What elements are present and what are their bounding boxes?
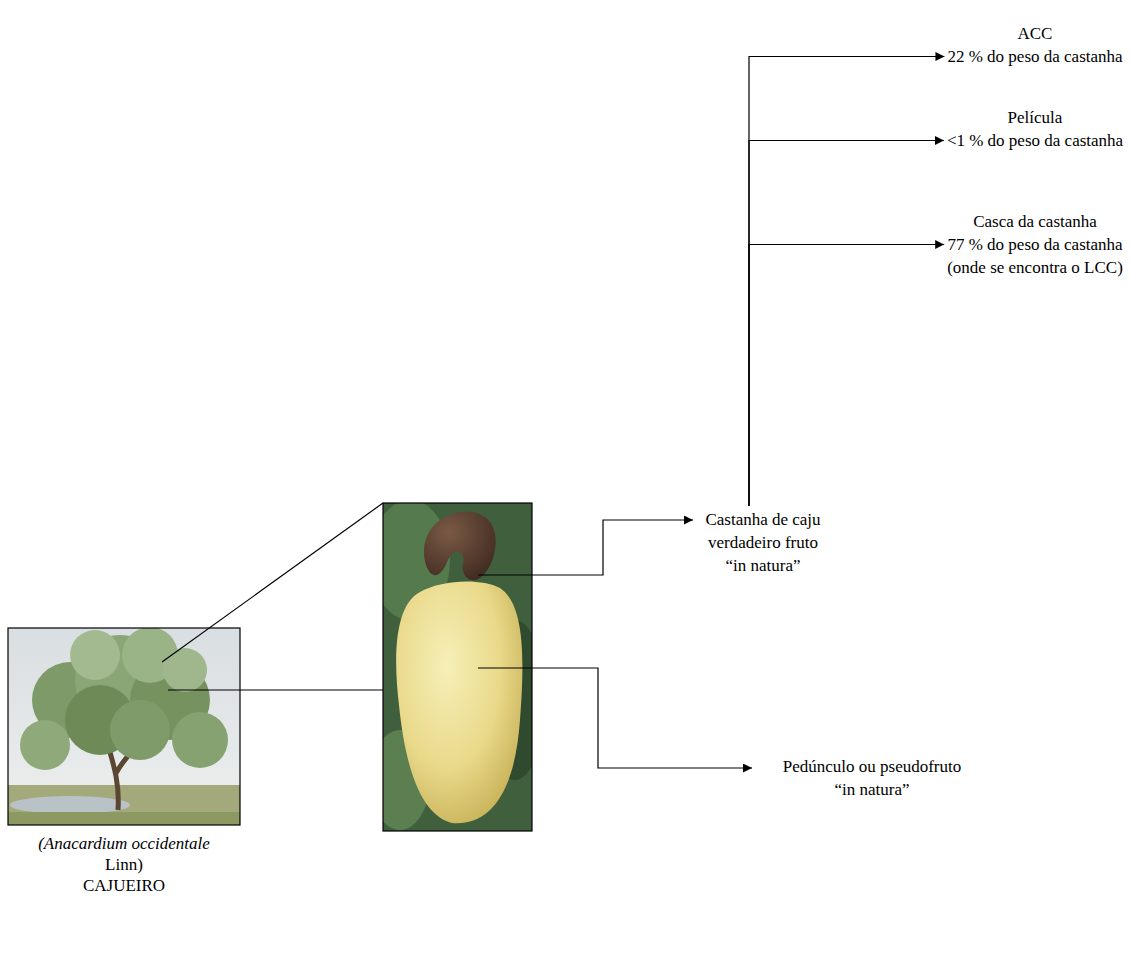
- species-caption: (Anacardium occidentaleLinn)CAJUEIRO: [8, 833, 240, 896]
- caption-line: Linn): [8, 854, 240, 875]
- fruit-label: Castanha de caju verdadeiro fruto “in na…: [700, 508, 826, 577]
- caption-line: CAJUEIRO: [8, 875, 240, 896]
- caption-line: (Anacardium occidentale: [8, 833, 240, 854]
- branch-arrow: [749, 141, 944, 507]
- part-detail: <1 % do peso da castanha: [947, 129, 1123, 152]
- part-detail: 22 % do peso da castanha: [947, 45, 1122, 68]
- component-label: Película<1 % do peso da castanha: [947, 106, 1123, 152]
- cashew-photo: [383, 503, 532, 831]
- photo-frame: [8, 628, 240, 825]
- part-name: Casca da castanha: [947, 210, 1123, 233]
- part-name: ACC: [947, 22, 1122, 45]
- zoom-line: [162, 503, 383, 662]
- photo-frame: [383, 503, 532, 831]
- leader-line: [478, 668, 752, 768]
- part-name: Pedúnculo ou pseudofruto “in natura”: [774, 755, 970, 801]
- component-label: Casca da castanha77 % do peso da castanh…: [947, 210, 1123, 279]
- branch-arrow: [749, 57, 944, 507]
- part-name: Película: [947, 106, 1123, 129]
- fruit-label: Pedúnculo ou pseudofruto “in natura”: [774, 755, 970, 801]
- zoom-line: [168, 689, 383, 690]
- leader-line: [478, 520, 693, 575]
- part-detail: 77 % do peso da castanha: [947, 233, 1123, 256]
- component-label: ACC22 % do peso da castanha: [947, 22, 1122, 68]
- branch-arrow: [749, 245, 944, 507]
- part-detail: (onde se encontra o LCC): [947, 256, 1123, 279]
- tree-photo: [8, 628, 240, 825]
- part-name: Castanha de caju verdadeiro fruto “in na…: [700, 508, 826, 577]
